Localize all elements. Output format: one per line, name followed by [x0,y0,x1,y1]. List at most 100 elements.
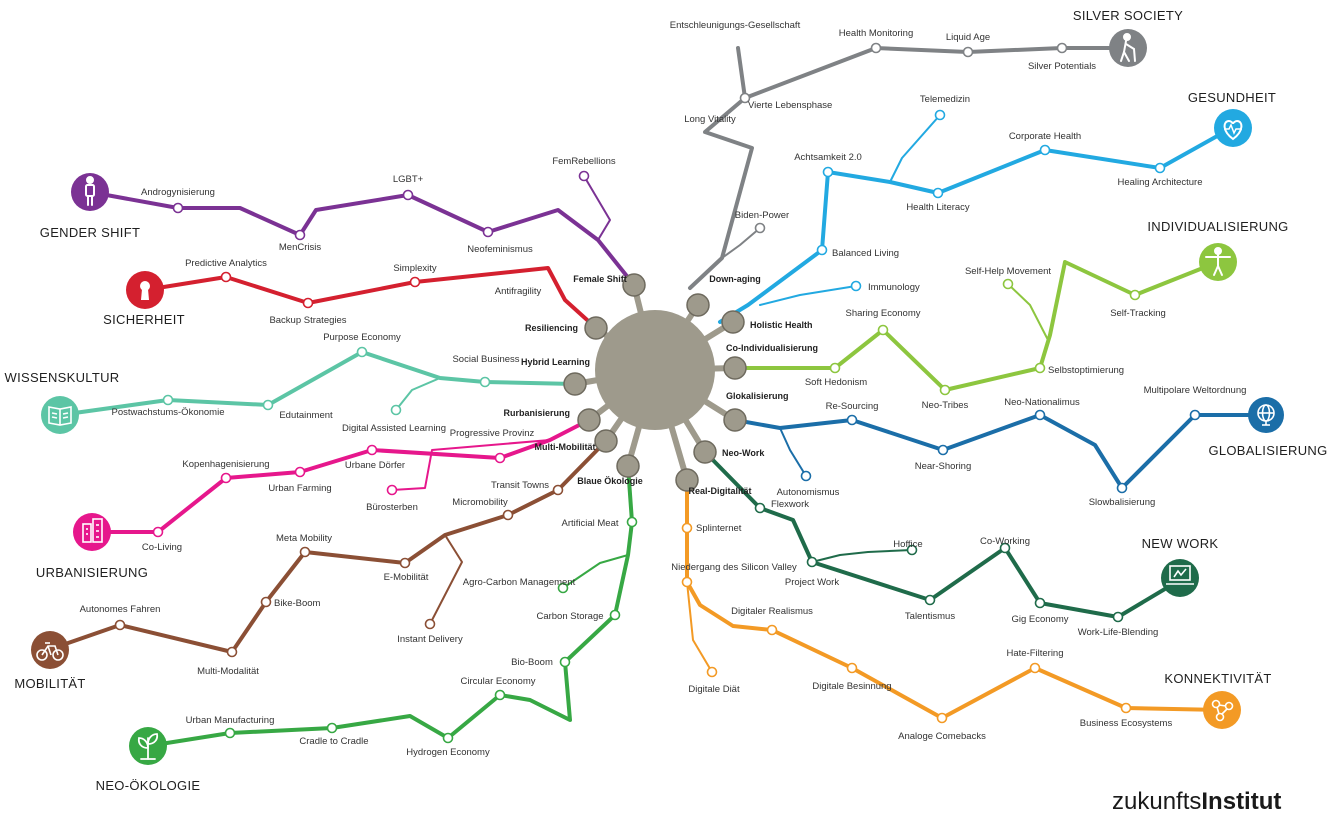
station-sharing-economy[interactable] [877,324,889,336]
station-transit-towns[interactable] [552,484,564,496]
megatrend-silver-society[interactable]: SILVER SOCIETY [1073,8,1183,67]
station-bike-boom[interactable] [260,596,272,608]
station-liquid-age[interactable] [962,46,974,58]
station-neo-nationalimus[interactable] [1034,409,1046,421]
station-achtsamkeit[interactable] [822,166,834,178]
station-analoge-comebacks[interactable] [936,712,948,724]
station-carbon-storage[interactable] [609,609,621,621]
hub-node-real-digitalitaet[interactable] [675,468,699,492]
megatrend-globalisierung[interactable]: GLOBALISIERUNG [1208,397,1327,458]
station-agro-carbon-management[interactable] [557,582,569,594]
megatrend-new-work[interactable]: NEW WORK [1142,536,1219,597]
station-neo-tribes[interactable] [939,384,951,396]
megatrend-sicherheit[interactable]: SICHERHEIT [103,271,185,327]
megatrend-mobilitaet[interactable]: MOBILITÄT [14,631,85,691]
station-progressive-provinz[interactable] [494,452,506,464]
station-circular-economy[interactable] [494,689,506,701]
megatrend-wissenskultur[interactable]: WISSENSKULTUR [5,370,120,434]
hub-node-blaue-oekologie[interactable] [616,454,640,478]
station-hate-filtering[interactable] [1029,662,1041,674]
station-digitale-diaet[interactable] [706,666,718,678]
station-purpose-economy[interactable] [356,346,368,358]
station-lgbt[interactable] [402,189,414,201]
station-work-life-blending[interactable] [1112,611,1124,623]
station-digital-assisted-learning[interactable] [390,404,402,416]
hub-node-hybrid-learning[interactable] [563,372,587,396]
station-self-help-movement[interactable] [1002,278,1014,290]
station-niedergang-silicon-valley[interactable] [681,576,693,588]
station-multi-modalitaet[interactable] [226,646,238,658]
station-business-ecosystems[interactable] [1120,702,1132,714]
station-instant-delivery[interactable] [424,618,436,630]
station-autonomismus[interactable] [800,470,812,482]
station-corporate-health[interactable] [1039,144,1051,156]
hub-node-female-shift[interactable] [622,273,646,297]
station-healing-architecture[interactable] [1154,162,1166,174]
label-postwachstums-oekonomie: Postwachstums-Ökonomie [112,407,225,418]
hub-node-down-aging[interactable] [686,293,710,317]
station-micromobility[interactable] [502,509,514,521]
station-re-sourcing[interactable] [846,414,858,426]
station-co-living[interactable] [152,526,164,538]
station-mencrisis[interactable] [294,229,306,241]
station-meta-mobility[interactable] [299,546,311,558]
station-splinternet[interactable] [681,522,693,534]
megatrend-individualisierung[interactable]: INDIVIDUALISIERUNG [1147,219,1288,281]
hub-node-multi-mobilitaet[interactable] [594,429,618,453]
station-flexwork[interactable] [754,502,766,514]
hub-node-holistic-health[interactable] [721,310,745,334]
station-self-tracking[interactable] [1129,289,1141,301]
station-urban-farming[interactable] [294,466,306,478]
station-health-literacy[interactable] [932,187,944,199]
station-near-shoring[interactable] [937,444,949,456]
hub-node-rurbanisierung[interactable] [577,408,601,432]
station-hoffice[interactable] [906,544,918,556]
station-backup-strategies[interactable] [302,297,314,309]
station-health-monitoring[interactable] [870,42,882,54]
station-urban-manufacturing[interactable] [224,727,236,739]
station-hydrogen-economy[interactable] [442,732,454,744]
station-project-work[interactable] [806,556,818,568]
megatrend-neo-oekologie[interactable]: NEO-ÖKOLOGIE [96,727,201,793]
megatrend-urbanisierung[interactable]: URBANISIERUNG [36,513,148,580]
station-cradle-to-cradle[interactable] [326,722,338,734]
station-simplexity[interactable] [409,276,421,288]
station-edutainment[interactable] [262,399,274,411]
station-multipolare-weltordnung[interactable] [1189,409,1201,421]
hub-node-neo-work[interactable] [693,440,717,464]
hub-node-glokalisierung[interactable] [723,408,747,432]
station-femrebellions[interactable] [578,170,590,182]
station-digitaler-realismus[interactable] [766,624,778,636]
station-silver-potentials[interactable] [1056,42,1068,54]
station-talentismus[interactable] [924,594,936,606]
megatrend-gender-shift[interactable]: GENDER SHIFT [40,173,140,240]
station-artificial-meat[interactable] [626,516,638,528]
station-slowbalisierung[interactable] [1116,482,1128,494]
station-digitale-besinnung[interactable] [846,662,858,674]
station-postwachstums-oekonomie[interactable] [162,394,174,406]
station-neofeminismus[interactable] [482,226,494,238]
label-agro-carbon-management: Agro-Carbon Management [463,577,576,588]
station-predictive-analytics[interactable] [220,271,232,283]
station-vierte-lebensphase[interactable] [739,92,751,104]
station-bio-boom[interactable] [559,656,571,668]
hub-node-co-individualisierung[interactable] [723,356,747,380]
station-kopenhagenisierung[interactable] [220,472,232,484]
station-androgynisierung[interactable] [172,202,184,214]
station-co-working[interactable] [999,542,1011,554]
station-e-mobilitaet[interactable] [399,557,411,569]
station-urbane-doerfer[interactable] [366,444,378,456]
station-immunology[interactable] [850,280,862,292]
megatrend-konnektivitaet[interactable]: KONNEKTIVITÄT [1164,671,1271,729]
station-social-business[interactable] [479,376,491,388]
station-balanced-living[interactable] [816,244,828,256]
station-gig-economy[interactable] [1034,597,1046,609]
hub-node-resiliencing[interactable] [584,316,608,340]
station-selbstoptimierung[interactable] [1034,362,1046,374]
station-autonomes-fahren[interactable] [114,619,126,631]
station-buerosterben[interactable] [386,484,398,496]
megatrend-gesundheit[interactable]: GESUNDHEIT [1188,90,1276,147]
station-biden-power[interactable] [754,222,766,234]
station-soft-hedonism[interactable] [829,362,841,374]
station-telemedizin[interactable] [934,109,946,121]
